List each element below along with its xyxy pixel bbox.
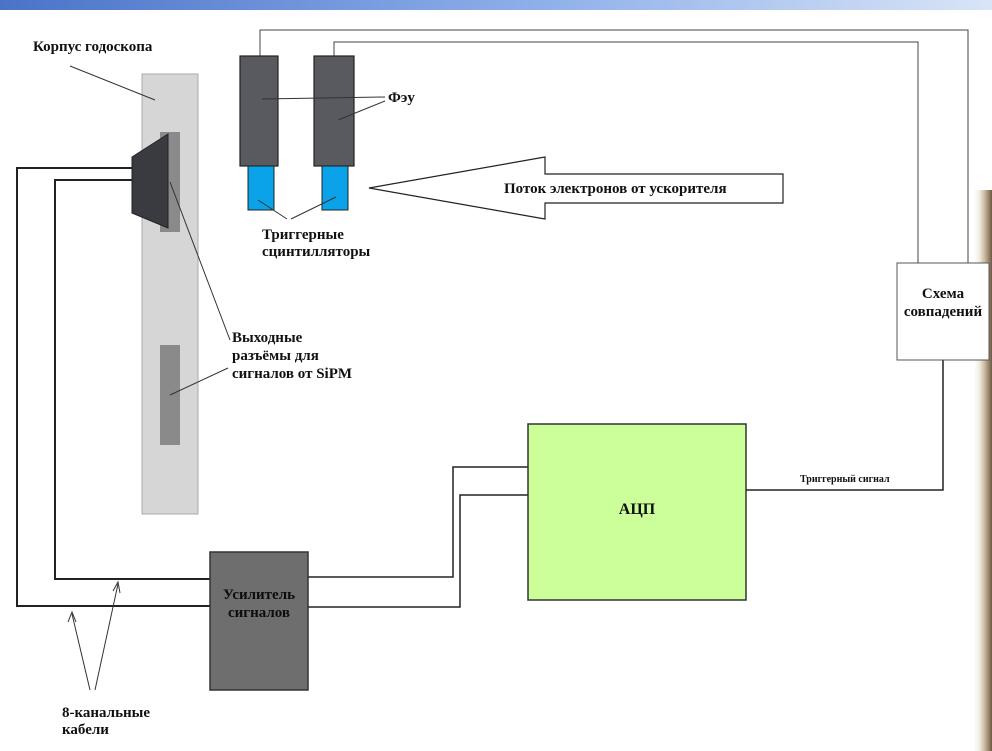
cables-line2: кабели [62, 722, 150, 739]
housing-label: Корпус годоскопа [33, 39, 152, 56]
amplifier-label: Усилитель сигналов [210, 586, 308, 622]
cables-line1: 8-канальные [62, 705, 150, 722]
pointer-cable-arrowhead-1 [68, 612, 76, 622]
coincidence-label: Схема совпадений [897, 285, 989, 321]
connectors-line1: Выходные [232, 329, 352, 347]
trigger-scintillator-2 [322, 166, 348, 210]
pmt-2 [314, 56, 354, 166]
pmt2-signal-line [334, 42, 918, 263]
trigger-scintillator-1 [248, 166, 274, 210]
amp-to-adc-lower [308, 495, 528, 607]
connectors-line3: сигналов от SiPM [232, 365, 352, 383]
trigger-signal-label: Триггерный сигнал [800, 474, 890, 486]
amplifier-line2: сигналов [210, 604, 308, 622]
pointer-cable-2 [95, 584, 118, 690]
trigger-scintillators-line1: Триггерные [262, 227, 370, 244]
pmt-1 [240, 56, 278, 166]
pointer-cable-1 [72, 614, 90, 690]
trigger-signal-line [746, 360, 943, 490]
amp-to-adc-upper [308, 467, 528, 577]
cables-label: 8-канальные кабели [62, 705, 150, 740]
amplifier-line1: Усилитель [210, 586, 308, 604]
connectors-label: Выходные разъёмы для сигналов от SiPM [232, 329, 352, 383]
beam-label: Поток электронов от ускорителя [504, 181, 727, 198]
coincidence-line1: Схема [897, 285, 989, 303]
coincidence-line2: совпадений [897, 303, 989, 321]
pmt-label: Фэу [388, 90, 415, 107]
trigger-scintillators-label: Триггерные сцинтилляторы [262, 227, 370, 262]
adc-label: АЦП [528, 500, 746, 519]
cable-connector-plug [132, 134, 168, 228]
connectors-line2: разъёмы для [232, 347, 352, 365]
trigger-scintillators-line2: сцинтилляторы [262, 244, 370, 261]
